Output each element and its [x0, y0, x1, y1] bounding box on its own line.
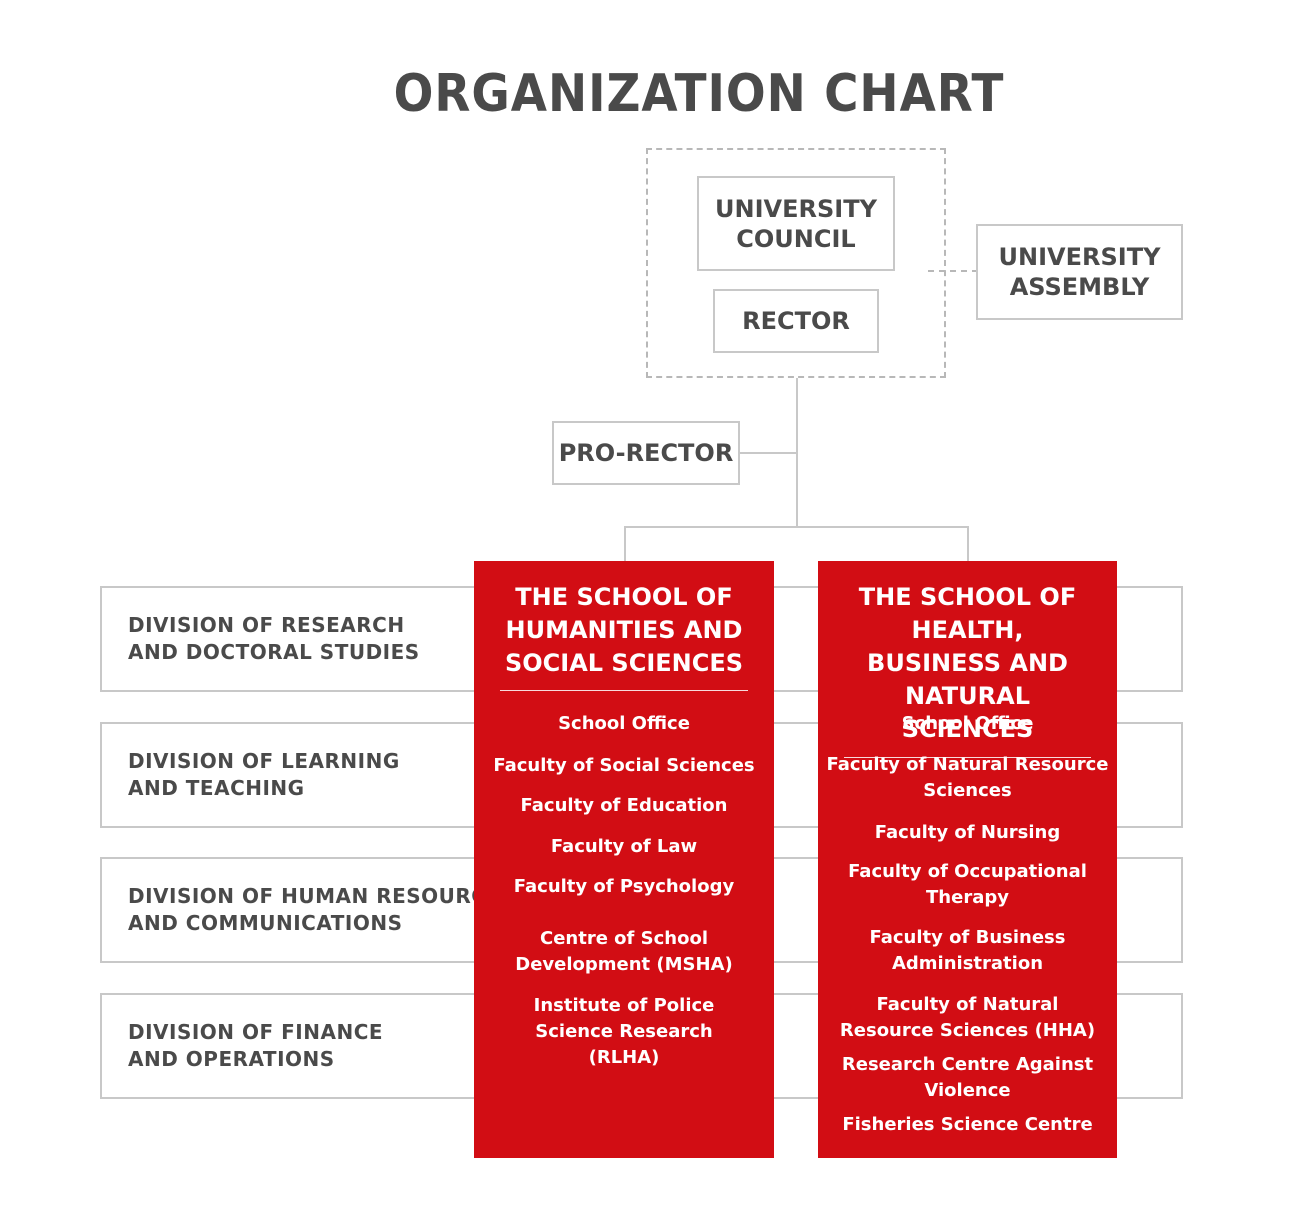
division-learning-label: DIVISION OF LEARNING AND TEACHING: [128, 749, 400, 800]
page-title: ORGANIZATION CHART: [393, 64, 1005, 124]
division-research-label: DIVISION OF RESEARCH AND DOCTORAL STUDIE…: [128, 613, 420, 664]
school-left-connector: [624, 526, 626, 562]
unit-item: Centre of School Development (MSHA): [515, 928, 733, 976]
unit-item: Faculty of Natural Resource Sciences: [826, 754, 1109, 802]
unit-item: Faculty of Education: [520, 795, 728, 816]
prorector-connector: [739, 452, 797, 454]
unit-item: Research Centre Against Violence: [841, 1054, 1094, 1102]
unit-item: Faculty of Nursing: [874, 822, 1061, 843]
unit-item: Faculty of Social Sciences: [493, 755, 755, 776]
rector-label: RECTOR: [742, 307, 850, 335]
division-human-resources-label: DIVISION OF HUMAN RESOURCES AND COMMUNIC…: [128, 884, 516, 935]
unit-item: School Office: [558, 713, 690, 734]
school-humanities-title: THE SCHOOL OF HUMANITIES AND SOCIAL SCIE…: [500, 581, 748, 692]
schools-horizontal-connector: [624, 526, 969, 528]
university-council-label: UNIVERSITY COUNCIL: [715, 194, 877, 253]
unit-item: Faculty of Law: [550, 836, 698, 857]
school-health-business: THE SCHOOL OF HEALTH, BUSINESS AND NATUR…: [818, 561, 1117, 1158]
assembly-connector: [928, 270, 978, 272]
university-assembly-label: UNIVERSITY ASSEMBLY: [998, 243, 1161, 301]
school-health-business-title: THE SCHOOL OF HEALTH, BUSINESS AND NATUR…: [844, 581, 1091, 758]
unit-item: Institute of Police Science Research (RL…: [533, 995, 715, 1069]
unit-item: Faculty of Occupational Therapy: [848, 861, 1087, 909]
school-right-connector: [967, 526, 969, 562]
unit-item: Fisheries Science Centre: [842, 1114, 1093, 1135]
unit-item: Faculty of Business Administration: [869, 927, 1066, 975]
unit-item: Faculty of Natural Resource Sciences (HH…: [839, 994, 1096, 1042]
pro-rector-box: PRO-RECTOR: [552, 421, 740, 485]
unit-item: Faculty of Psychology: [513, 876, 735, 897]
rector-box: RECTOR: [713, 289, 879, 353]
governance-group: [646, 148, 946, 378]
university-assembly-box: UNIVERSITY ASSEMBLY: [976, 224, 1183, 320]
main-vertical-connector: [796, 378, 798, 528]
pro-rector-label: PRO-RECTOR: [558, 439, 734, 467]
division-finance-label: DIVISION OF FINANCE AND OPERATIONS: [128, 1020, 384, 1071]
unit-item: School Office: [901, 713, 1034, 734]
school-humanities: THE SCHOOL OF HUMANITIES AND SOCIAL SCIE…: [474, 561, 774, 1158]
university-council-box: UNIVERSITY COUNCIL: [697, 176, 895, 271]
